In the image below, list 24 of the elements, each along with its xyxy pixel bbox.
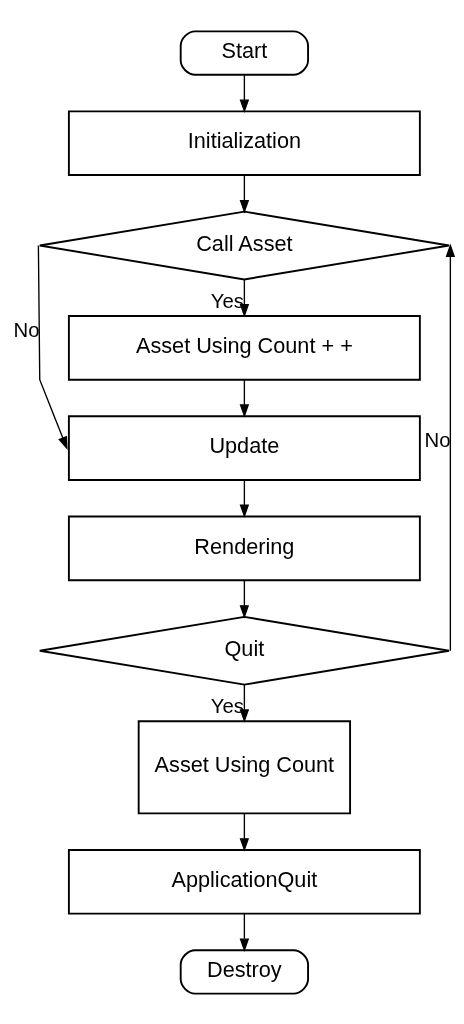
- edge-label: Yes: [210, 289, 245, 312]
- edge-label: No: [424, 428, 451, 451]
- arrow: [445, 242, 456, 651]
- arrow: [239, 683, 250, 723]
- arrow: [239, 579, 250, 619]
- edge-label: No: [13, 318, 40, 341]
- node-box: Asset Using Count + +: [67, 314, 421, 381]
- arrow: [239, 812, 250, 852]
- node-diamond: Call Asset: [38, 210, 450, 280]
- node-box: Start: [179, 29, 309, 76]
- arrow: [239, 74, 250, 113]
- node-box: Destroy: [179, 948, 309, 995]
- node-box: ApplicationQuit: [67, 848, 421, 915]
- node-box: Initialization: [67, 109, 421, 176]
- arrow: [239, 174, 250, 214]
- node-box: Rendering: [67, 515, 421, 581]
- edge-label: Yes: [210, 694, 245, 717]
- arrow: [239, 479, 250, 518]
- node-box: Asset Using Count: [137, 719, 352, 814]
- arrow: [239, 378, 250, 418]
- arrow: [37, 244, 68, 450]
- node-box: Update: [67, 414, 421, 481]
- arrow: [239, 912, 250, 952]
- node-diamond: Quit: [38, 615, 450, 686]
